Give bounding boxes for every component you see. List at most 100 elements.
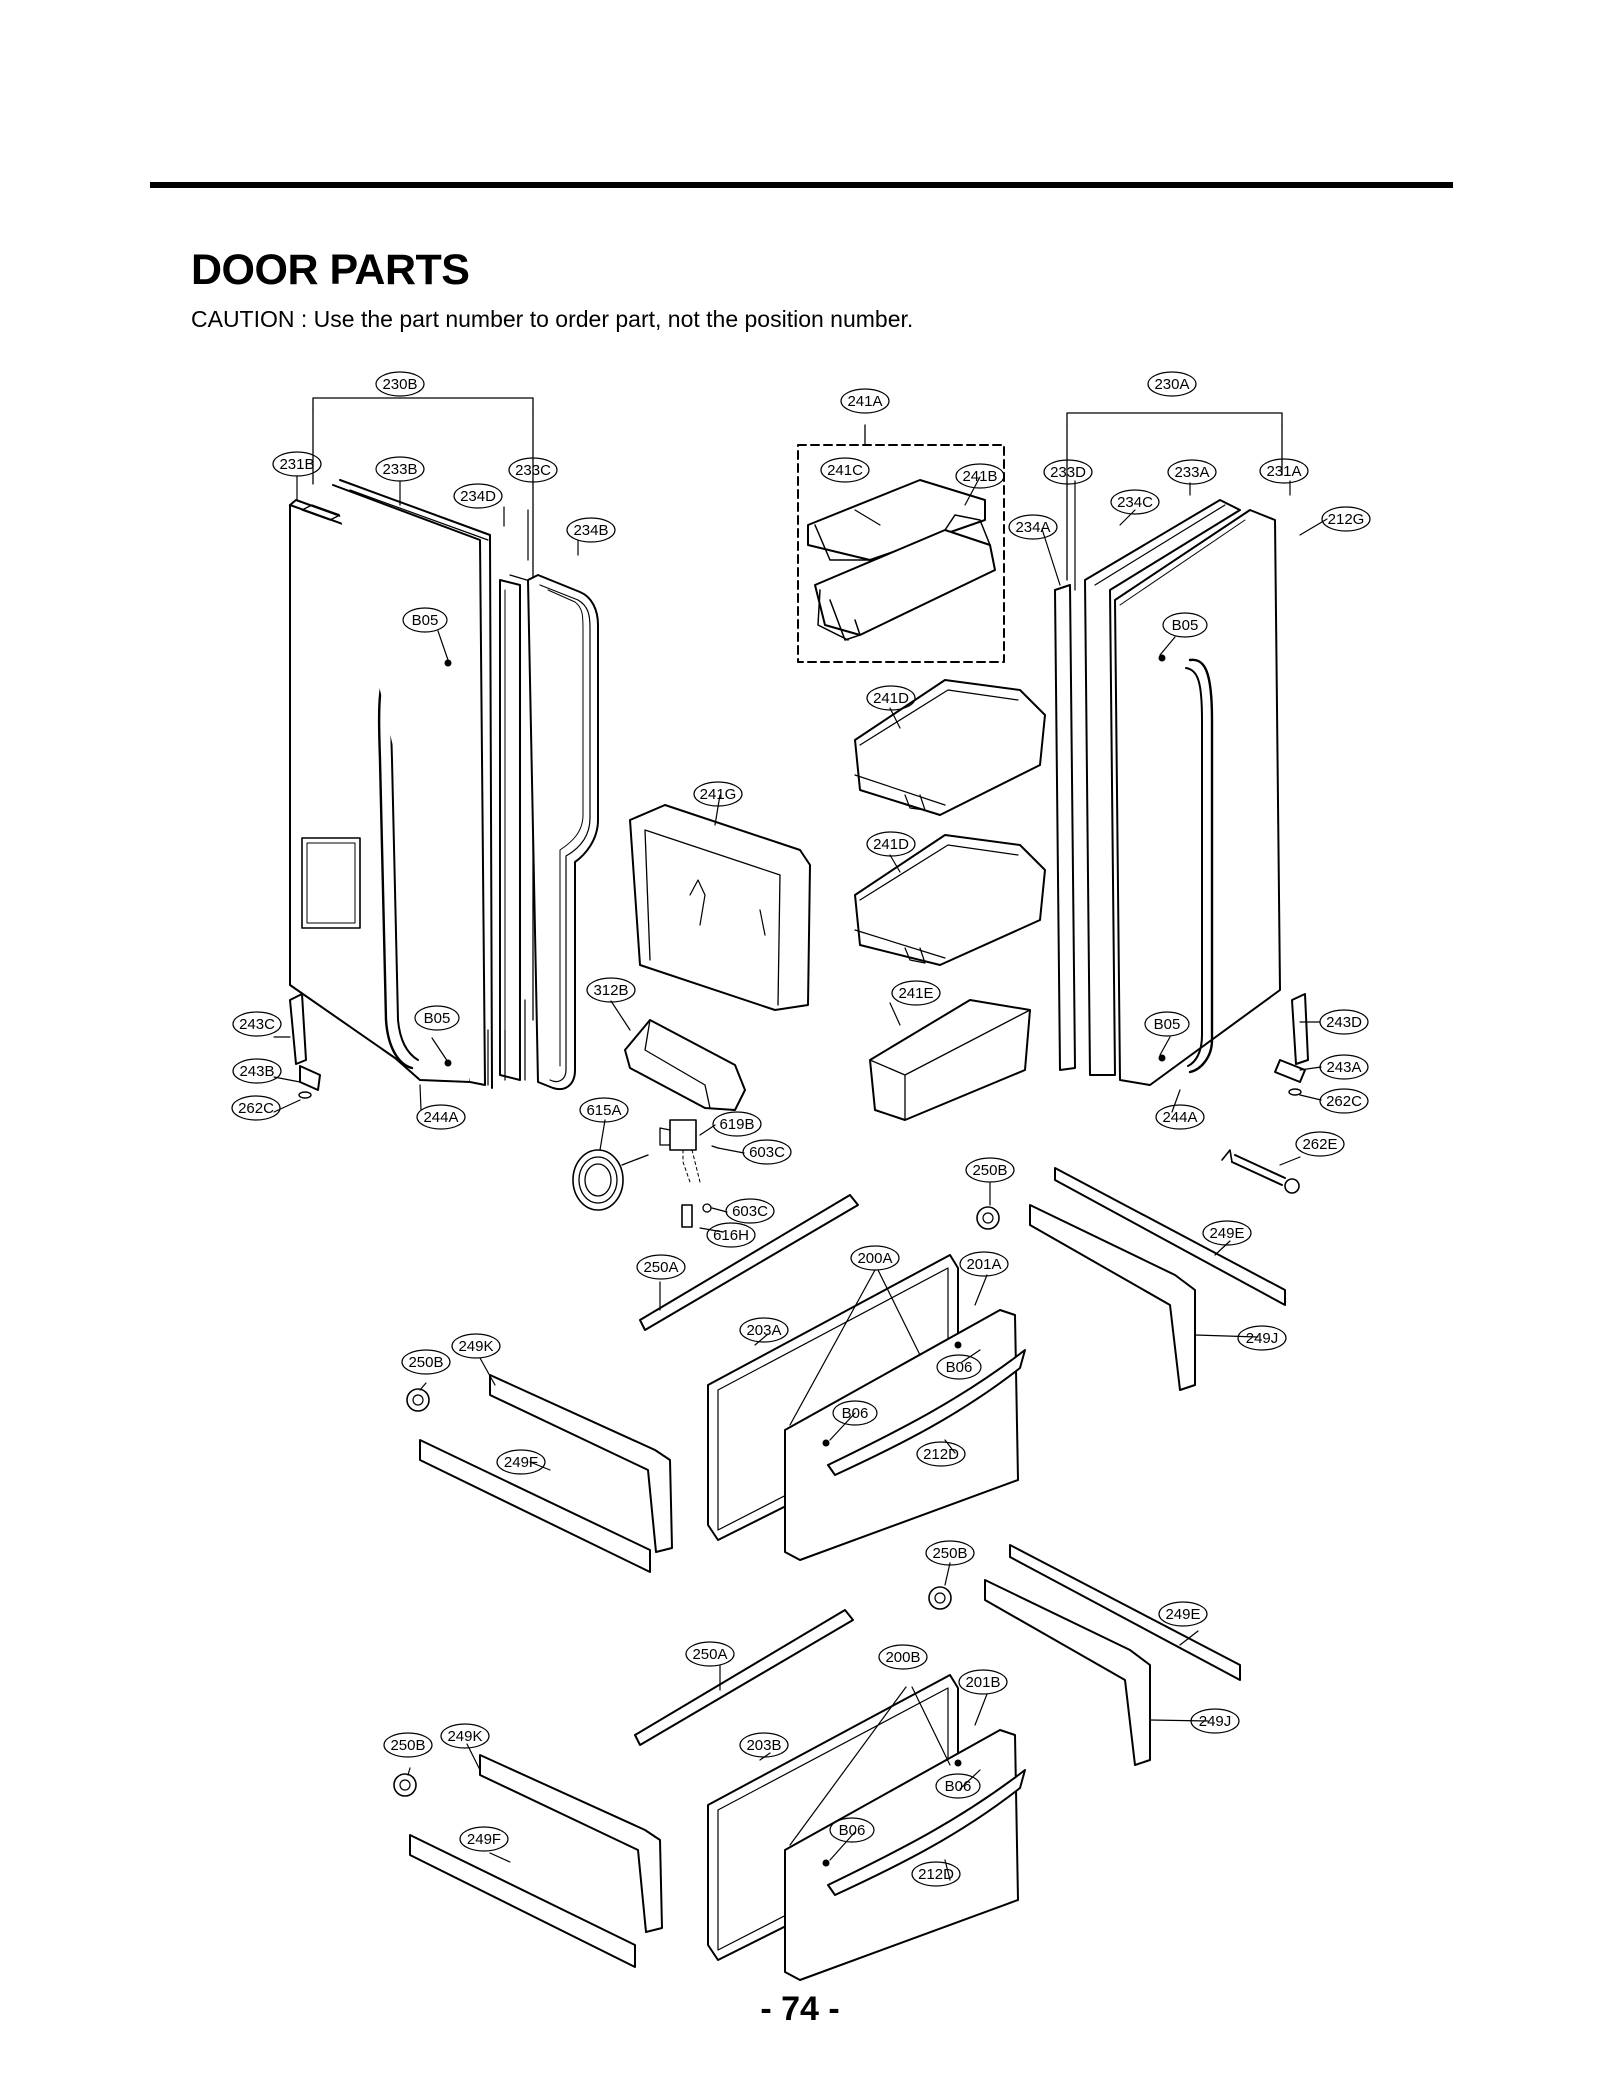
left-door-assembly xyxy=(289,397,599,1090)
svg-text:241C: 241C xyxy=(827,462,863,479)
svg-text:244A: 244A xyxy=(423,1109,458,1126)
callout-B05-4: B05 xyxy=(1144,1011,1190,1037)
callout-212G: 212G xyxy=(1321,506,1371,532)
callout-249J-1: 249J xyxy=(1237,1325,1287,1351)
callout-243D: 243D xyxy=(1319,1009,1369,1035)
svg-text:619B: 619B xyxy=(719,1116,754,1133)
svg-text:241A: 241A xyxy=(847,393,882,410)
callout-249J-2: 249J xyxy=(1190,1708,1240,1734)
svg-text:249J: 249J xyxy=(1246,1330,1279,1347)
svg-text:603C: 603C xyxy=(749,1144,785,1161)
svg-text:603C: 603C xyxy=(732,1203,768,1220)
callout-250B-3: 250B xyxy=(925,1540,975,1566)
svg-text:250B: 250B xyxy=(932,1545,967,1562)
svg-text:250B: 250B xyxy=(390,1737,425,1754)
callout-B05-2: B05 xyxy=(1162,612,1208,638)
callout-200A: 200A xyxy=(850,1245,900,1271)
callout-241G: 241G xyxy=(693,781,743,807)
callout-B06-2: B06 xyxy=(832,1400,878,1426)
svg-text:200A: 200A xyxy=(857,1250,892,1267)
svg-text:249E: 249E xyxy=(1165,1606,1200,1623)
callout-243C: 243C xyxy=(232,1011,282,1037)
svg-text:249J: 249J xyxy=(1199,1713,1232,1730)
door-bin-241A-group xyxy=(797,424,1005,663)
svg-text:262C: 262C xyxy=(1326,1093,1362,1110)
callout-234B: 234B xyxy=(566,517,616,543)
svg-text:249K: 249K xyxy=(447,1728,482,1745)
svg-text:203B: 203B xyxy=(746,1737,781,1754)
callout-249F-1: 249F xyxy=(496,1449,546,1475)
callout-250A-1: 250A xyxy=(636,1254,686,1280)
svg-text:230A: 230A xyxy=(1154,376,1189,393)
callout-603C-2: 603C xyxy=(725,1198,775,1224)
svg-text:231A: 231A xyxy=(1266,463,1301,480)
svg-text:231B: 231B xyxy=(279,456,314,473)
callout-249K-2: 249K xyxy=(440,1723,490,1749)
callout-241E: 241E xyxy=(891,980,941,1006)
callout-203A: 203A xyxy=(739,1317,789,1343)
svg-text:250B: 250B xyxy=(972,1162,1007,1179)
svg-text:200B: 200B xyxy=(885,1649,920,1666)
callout-203B: 203B xyxy=(739,1732,789,1758)
callout-262E: 262E xyxy=(1295,1131,1345,1157)
svg-text:201B: 201B xyxy=(965,1674,1000,1691)
callout-231B: 231B xyxy=(272,451,322,477)
lower-freezer-drawer xyxy=(393,1544,1241,1981)
callout-243B: 243B xyxy=(232,1058,282,1084)
callout-230A: 230A xyxy=(1147,371,1197,397)
svg-text:B05: B05 xyxy=(1154,1016,1181,1033)
callout-249F-2: 249F xyxy=(459,1826,509,1852)
svg-text:262E: 262E xyxy=(1302,1136,1337,1153)
callout-241D-2: 241D xyxy=(866,831,916,857)
svg-text:312B: 312B xyxy=(593,982,628,999)
callout-243A: 243A xyxy=(1319,1054,1369,1080)
svg-text:212G: 212G xyxy=(1328,511,1365,528)
page-title: DOOR PARTS xyxy=(191,246,470,294)
svg-text:212D: 212D xyxy=(923,1446,959,1463)
svg-text:233D: 233D xyxy=(1050,464,1086,481)
callout-249E-1: 249E xyxy=(1202,1220,1252,1246)
svg-text:616H: 616H xyxy=(713,1227,749,1244)
callout-241A: 241A xyxy=(840,388,890,414)
callout-241D-1: 241D xyxy=(866,685,916,711)
svg-text:B05: B05 xyxy=(1172,617,1199,634)
svg-text:249F: 249F xyxy=(467,1831,501,1848)
svg-text:244A: 244A xyxy=(1162,1109,1197,1126)
callout-B06-3: B06 xyxy=(935,1773,981,1799)
svg-text:233B: 233B xyxy=(382,461,417,478)
callout-B05-3: B05 xyxy=(414,1005,460,1031)
svg-text:B06: B06 xyxy=(945,1778,972,1795)
svg-text:B06: B06 xyxy=(839,1822,866,1839)
svg-text:B05: B05 xyxy=(424,1010,451,1027)
callout-B06-4: B06 xyxy=(829,1817,875,1843)
callout-241B: 241B xyxy=(955,463,1005,489)
callout-212D-2: 212D xyxy=(911,1861,961,1887)
svg-text:249F: 249F xyxy=(504,1454,538,1471)
callout-262C-2: 262C xyxy=(1319,1088,1369,1114)
callout-233D: 233D xyxy=(1043,459,1093,485)
callout-201A: 201A xyxy=(959,1251,1009,1277)
callout-244A-1: 244A xyxy=(416,1104,466,1130)
svg-text:203A: 203A xyxy=(746,1322,781,1339)
callout-233B: 233B xyxy=(375,456,425,482)
callout-231A: 231A xyxy=(1259,458,1309,484)
callout-262C-1: 262C xyxy=(231,1095,281,1121)
callout-249E-2: 249E xyxy=(1158,1601,1208,1627)
svg-text:241E: 241E xyxy=(898,985,933,1002)
svg-text:234A: 234A xyxy=(1015,519,1050,536)
page-number: - 74 - xyxy=(760,1990,840,2028)
svg-text:241D: 241D xyxy=(873,836,909,853)
svg-text:234B: 234B xyxy=(573,522,608,539)
svg-text:243B: 243B xyxy=(239,1063,274,1080)
callout-241C: 241C xyxy=(820,457,870,483)
svg-text:B06: B06 xyxy=(842,1405,869,1422)
svg-text:234C: 234C xyxy=(1117,494,1153,511)
svg-text:243A: 243A xyxy=(1326,1059,1361,1076)
header-rule xyxy=(150,182,1453,188)
part-callouts: 230B 231B 233B 233C 234D 234B 241A 241C … xyxy=(231,371,1371,1887)
svg-text:241G: 241G xyxy=(700,786,737,803)
water-tube-and-valve xyxy=(572,1119,719,1228)
right-door-assembly xyxy=(1054,412,1283,1086)
hinge-parts xyxy=(289,993,1309,1194)
